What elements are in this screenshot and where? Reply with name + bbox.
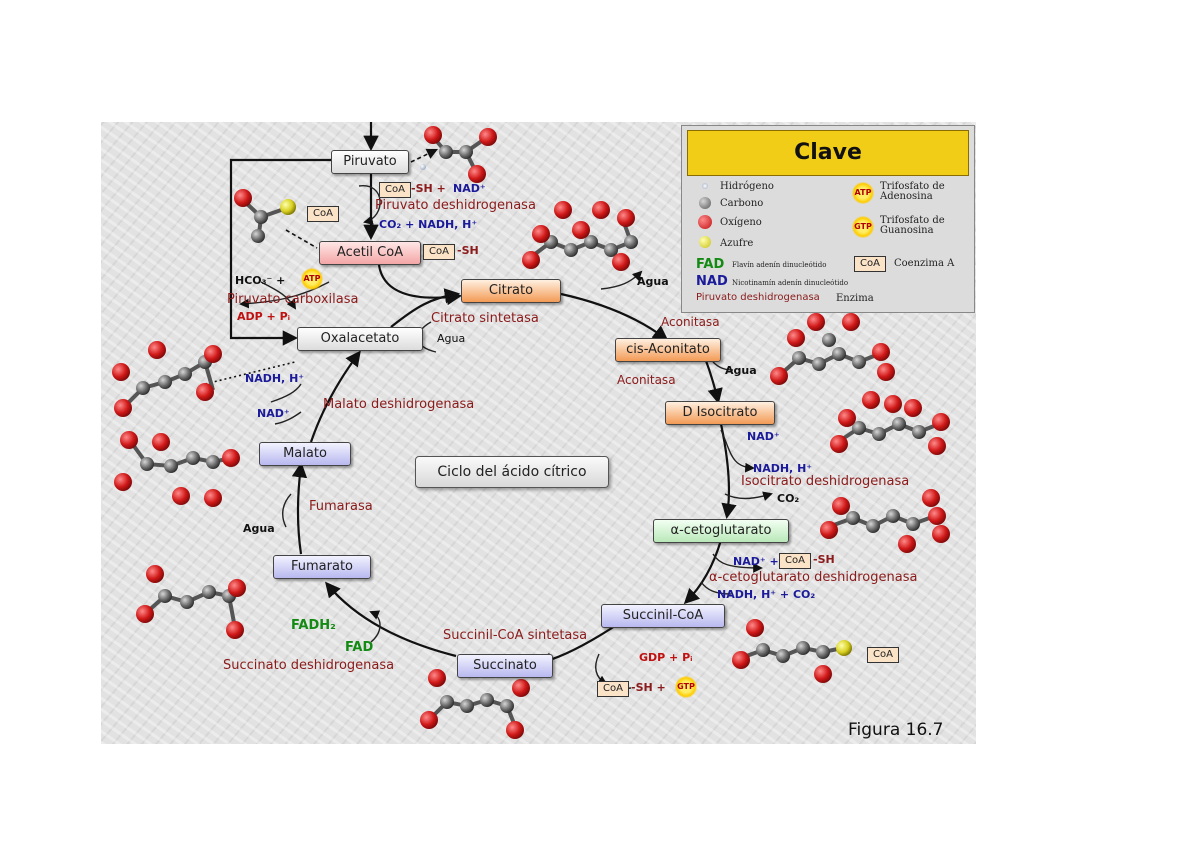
co2-nadh-pdh: CO₂ + NADH, H⁺ — [379, 218, 478, 231]
molecule-succinato — [420, 669, 530, 739]
enzyme-citrato-sintetasa: Citrato sintetasa — [431, 311, 539, 326]
agua-fumarasa: Agua — [243, 522, 275, 535]
key-fad-desc: Flavín adenín dinucleótido — [732, 261, 827, 269]
enzyme-piruvato-carboxilasa: Piruvato carboxilasa — [227, 292, 359, 307]
metabolite-malato: Malato — [259, 442, 351, 466]
adp-pi: ADP + Pᵢ — [237, 310, 291, 323]
molecule-oxalacetato — [112, 341, 222, 417]
molecule-acetil-grupo — [234, 189, 296, 243]
coa-sh-cetoglutarato: -SH — [813, 553, 835, 566]
key-nad-desc: Nicotinamín adenín dinucleótido — [732, 279, 849, 287]
arrow-malato-to-oxalacetato — [309, 350, 361, 443]
key-gtp-star-icon: GTP — [852, 216, 874, 238]
nad-malato: NAD⁺ — [257, 407, 290, 420]
molecule-malato — [114, 431, 240, 507]
arrow-cetoglutarato-to-succinilcoa — [683, 539, 723, 605]
molecule-piruvato — [420, 126, 497, 183]
key-enzyme-desc: Enzima — [836, 293, 874, 304]
fadh2: FADH₂ — [291, 618, 336, 633]
arrow-citrato-to-aconitato — [560, 292, 669, 341]
hco3: HCO₃⁻ + — [235, 274, 286, 287]
key-hidrogeno: Hidrógeno — [720, 181, 774, 192]
gdp-pi: GDP + Pᵢ — [639, 651, 693, 664]
atp-star-icon: ATP — [301, 268, 323, 290]
enzyme-alfa-cetoglutarato-deshidrogenasa: α-cetoglutarato deshidrogenasa — [709, 570, 918, 585]
nad-pdh: NAD⁺ — [453, 182, 486, 195]
key-carbono: Carbono — [720, 198, 764, 209]
key-enzyme-example: Piruvato deshidrogenasa — [696, 292, 820, 303]
metabolite-cis-aconitato: cis-Aconitato — [615, 338, 721, 362]
coa-box-cetoglutarato: CoA — [779, 553, 811, 569]
key-oxigeno: Oxígeno — [720, 217, 762, 228]
coa-sh-pdh: -SH + — [411, 182, 446, 195]
key-nad-abbr: NAD — [696, 274, 728, 289]
fad: FAD — [345, 640, 374, 655]
metabolite-succinato: Succinato — [457, 654, 553, 678]
molecule-isocitrato — [830, 391, 950, 455]
enzyme-aconitasa-2: Aconitasa — [617, 373, 676, 387]
key-atp-star-icon: ATP — [852, 182, 874, 204]
key-coa-desc: Coenzima A — [894, 258, 955, 269]
agua-aconitasa-1: Agua — [637, 275, 669, 288]
molecule-citrato — [522, 201, 638, 271]
key-azufre: Azufre — [720, 238, 754, 249]
arrow-piruvato-carboxilasa-loop — [229, 158, 331, 346]
enzyme-succinil-coa-sintetasa: Succinil-CoA sintetasa — [443, 628, 588, 643]
nadh-isocitrato: NADH, H⁺ — [753, 462, 813, 475]
key-title: Clave — [687, 130, 969, 176]
coa-box-succinil: CoA — [597, 681, 629, 697]
carbon-atom-icon — [699, 197, 711, 209]
coa-box-acetil-coa: CoA — [423, 244, 455, 260]
key-legend: Clave Hidrógeno Carbono Oxígeno Azufre A… — [681, 125, 975, 313]
arrow-acetilcoa-to-citrato — [377, 264, 463, 306]
enzyme-isocitrato-deshidrogenasa: Isocitrato deshidrogenasa — [741, 474, 910, 489]
nad-cetoglutarato: NAD⁺ + — [733, 555, 779, 568]
molecule-succinil-coa — [732, 619, 852, 683]
coa-box-acetil-group: CoA — [307, 206, 339, 222]
enzyme-aconitasa-1: Aconitasa — [661, 315, 720, 329]
metabolite-piruvato: Piruvato — [331, 150, 409, 174]
key-coa-box: CoA — [854, 256, 886, 272]
oxygen-atom-icon — [698, 215, 712, 229]
key-fad-abbr: FAD — [696, 257, 725, 272]
co2-isocitrato: CO₂ — [777, 492, 800, 505]
figure-label: Figura 16.7 — [848, 720, 944, 740]
key-trifosfato-guanosina: Trifosfato de Guanosina — [880, 215, 945, 236]
enzyme-succinato-deshidrogenasa: Succinato deshidrogenasa — [223, 658, 395, 673]
metabolite-citrato: Citrato — [461, 279, 561, 303]
coa-sh-acetil-coa: -SH — [457, 244, 479, 257]
arrow-succinato-to-fumarato — [325, 581, 457, 658]
molecule-cis-aconitato — [770, 313, 895, 385]
molecule-fumarato — [136, 565, 246, 639]
citric-acid-cycle-figure: Piruvato Acetil CoA Citrato cis-Aconitat… — [101, 122, 976, 744]
metabolite-alfa-cetoglutarato: α-cetoglutarato — [653, 519, 789, 543]
metabolite-d-isocitrato: D Isocitrato — [665, 401, 775, 425]
metabolite-fumarato: Fumarato — [273, 555, 371, 579]
metabolite-acetil-coa: Acetil CoA — [319, 241, 421, 265]
agua-citrato-sintetasa: Agua — [437, 332, 466, 345]
enzyme-fumarasa: Fumarasa — [309, 499, 373, 514]
metabolite-succinil-coa: Succinil-CoA — [601, 604, 725, 628]
hydrogen-atom-icon — [702, 183, 708, 189]
metabolite-oxalacetato: Oxalacetato — [297, 327, 423, 351]
enzyme-malato-deshidrogenasa: Malato deshidrogenasa — [323, 397, 475, 412]
nadh-malato: NADH, H⁺ — [245, 372, 305, 385]
coa-sh-succinil: -SH + — [631, 681, 666, 694]
gtp-star-icon: GTP — [675, 676, 697, 698]
agua-aconitasa-2: Agua — [725, 364, 757, 377]
enzyme-piruvato-deshidrogenasa: Piruvato deshidrogenasa — [375, 198, 536, 213]
molecule-cetoglutarato — [820, 489, 950, 553]
sulfur-atom-icon — [699, 236, 711, 248]
arrow-fumarato-to-malato — [291, 461, 308, 555]
key-trifosfato-adenosina: Trifosfato de Adenosina — [880, 181, 945, 202]
coa-box-pdh: CoA — [379, 182, 411, 198]
nad-isocitrato: NAD⁺ — [747, 430, 780, 443]
cycle-title: Ciclo del ácido cítrico — [415, 456, 609, 488]
nadh-co2-cetoglutarato: NADH, H⁺ + CO₂ — [717, 588, 816, 601]
molecule-connectors — [204, 148, 439, 385]
coa-box-succinil-molecule: CoA — [867, 647, 899, 663]
